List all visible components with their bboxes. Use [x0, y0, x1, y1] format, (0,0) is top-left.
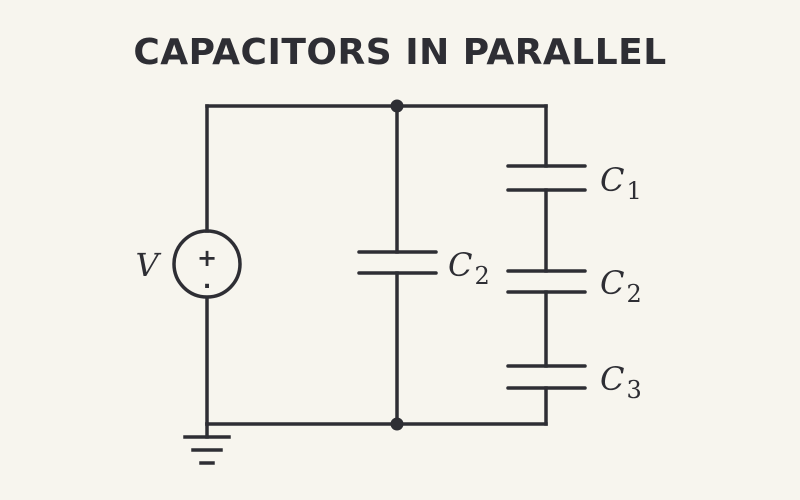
- voltage-source-minus: .: [203, 269, 211, 294]
- diagram-title: CAPACITORS IN PARALLEL: [133, 32, 667, 73]
- junction-node-top: [390, 99, 404, 113]
- capacitor-c3-label: C3: [600, 360, 642, 404]
- voltage-source-icon: [172, 229, 242, 299]
- capacitor-c2-label: C2: [600, 264, 642, 308]
- voltage-source-label: V: [135, 246, 161, 284]
- capacitor-middle-label: C2: [448, 246, 490, 290]
- ground-icon: [183, 435, 231, 465]
- capacitor-c1-label: C1: [600, 161, 642, 205]
- voltage-source-plus: +: [197, 244, 217, 272]
- junction-node-bottom: [390, 417, 404, 431]
